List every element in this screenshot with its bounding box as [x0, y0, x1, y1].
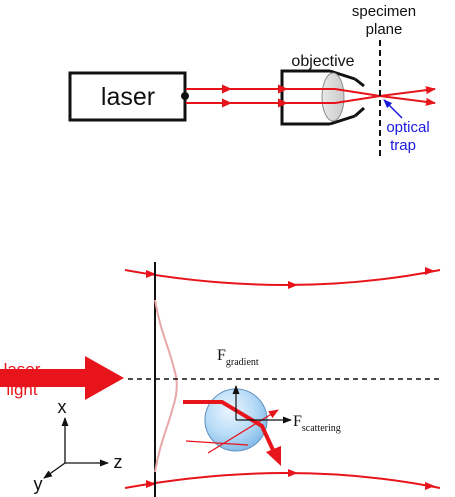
specimen-plane-label-line2: plane	[366, 21, 403, 38]
refracted-ray-arrowhead	[266, 446, 281, 466]
top-diagram: laser objective specimen plane optical t…	[68, 3, 436, 158]
specimen-plane-label-line1: specimen	[352, 3, 416, 20]
axis-y-arrow	[43, 462, 66, 479]
beam-envelope-bottom	[124, 472, 441, 489]
beam-diverge-lower	[379, 95, 436, 106]
laser-light-arrow-shaft	[0, 369, 85, 387]
beam-converge-upper	[334, 88, 381, 97]
axis-x-label: x	[58, 397, 67, 417]
scattered-ray-thin-2	[185, 440, 249, 446]
envelope-arrowhead-3	[425, 267, 435, 275]
laser-light-arrow-head	[85, 356, 124, 400]
beam-arrowhead-1	[222, 84, 232, 94]
envelope-arrowhead-4	[146, 480, 156, 488]
axis-y-label: y	[34, 474, 43, 494]
optical-trap-label-line1: optical	[386, 119, 429, 136]
objective-body	[280, 69, 356, 126]
envelope-arrowhead-1	[146, 270, 156, 278]
laser-light-label-line2: light	[6, 380, 37, 399]
bottom-diagram: laser light Fgradient Fscattering x z y	[0, 262, 441, 497]
envelope-arrowhead-2	[288, 281, 298, 289]
objective-label: objective	[291, 53, 354, 70]
gaussian-intensity-profile	[154, 299, 178, 473]
laser-label: laser	[101, 83, 155, 111]
optical-trap-label-line2: trap	[390, 137, 416, 154]
axis-z-label: z	[114, 452, 123, 472]
envelope-arrowhead-6	[425, 482, 435, 490]
beam-arrowhead-3	[278, 84, 288, 94]
optical-trap-pointer	[383, 99, 403, 119]
laser-aperture	[181, 92, 189, 100]
objective-tip	[354, 77, 365, 118]
beam-arrowhead-2	[222, 98, 232, 108]
refracted-ray	[183, 400, 275, 451]
envelope-arrowhead-5	[288, 469, 298, 477]
scattered-ray-thin-1	[207, 409, 279, 454]
beam-envelope-top	[124, 269, 441, 286]
beam-arrowhead-4	[278, 98, 288, 108]
objective-lens	[321, 72, 345, 122]
force-gradient-label: Fgradient	[217, 347, 259, 368]
laser-light-label-line1: laser	[4, 360, 41, 379]
beam-diverge-upper	[379, 86, 436, 97]
force-scattering-label: Fscattering	[293, 413, 341, 434]
laser-box	[68, 71, 187, 122]
coordinate-axes: x z y	[34, 397, 123, 494]
beam-converge-lower	[334, 95, 381, 104]
